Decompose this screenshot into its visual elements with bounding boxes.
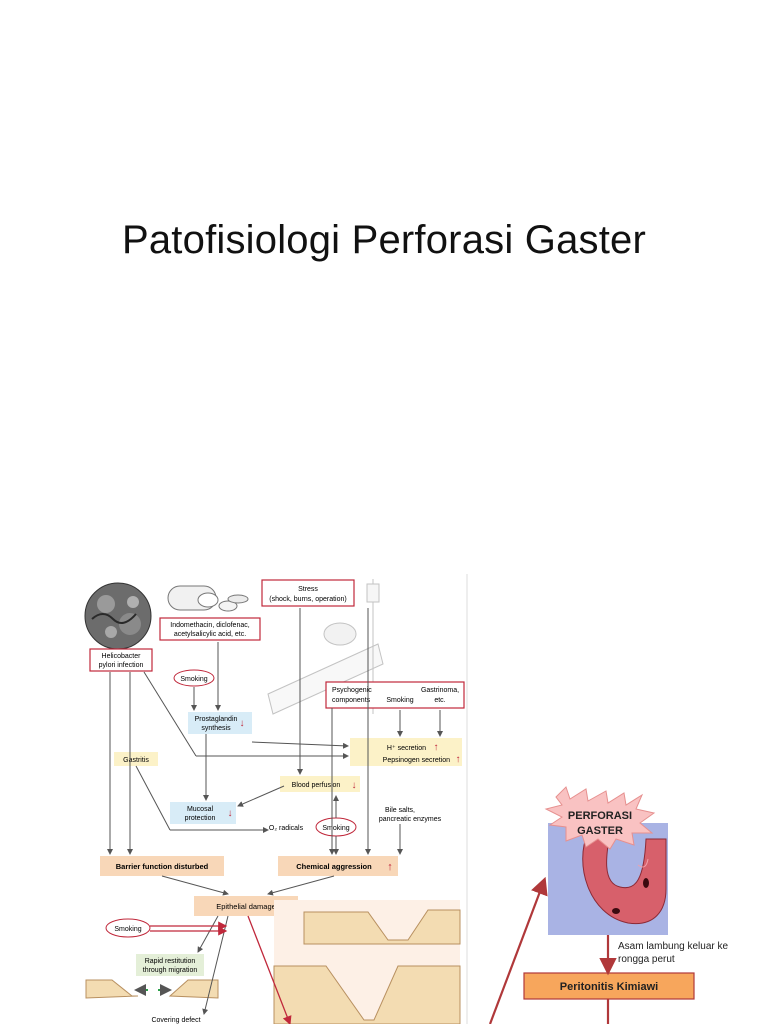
psychogenic-row-box: Psychogenic components Smoking Gastrinom…: [325, 681, 465, 709]
svg-text:Blood perfusion: Blood perfusion: [292, 782, 341, 789]
asam-lambung-label: Asam lambung keluar ke rongga perut: [618, 941, 728, 965]
diagram-arrows: [107, 608, 443, 1015]
perforation-flow-diagram: PERFORASI GASTER Asam lambung keluar ke …: [488, 786, 728, 1024]
peritonitis-box: Peritonitis Kimiawi: [523, 972, 695, 1000]
svg-text:synthesis: synthesis: [201, 725, 231, 732]
svg-text:acetylsalicylic acid, etc.: acetylsalicylic acid, etc.: [174, 631, 246, 638]
covering-defect-label: Covering defect: [151, 1017, 200, 1024]
svg-text:pancreatic enzymes: pancreatic enzymes: [379, 816, 442, 823]
prostaglandin-box: Prostaglandin synthesis ↓: [188, 712, 252, 734]
rapid-restitution-box: Rapid restitution through migration: [136, 954, 204, 976]
svg-text:Smoking: Smoking: [322, 825, 349, 832]
svg-text:Smoking: Smoking: [386, 697, 413, 704]
svg-text:↓: ↓: [240, 718, 245, 729]
svg-text:etc.: etc.: [434, 697, 445, 704]
nsaids-box: Indomethacin, diclofenac, acetylsalicyli…: [159, 617, 261, 641]
svg-text:rongga perut: rongga perut: [618, 954, 675, 965]
red-arrows: [150, 915, 292, 1024]
helicobacter-box: Helicobacter pylori infection: [89, 648, 153, 672]
smoking-ellipse-1: Smoking: [173, 669, 215, 687]
svg-text:PERFORASI: PERFORASI: [568, 810, 632, 822]
svg-text:Epithelial damage: Epithelial damage: [216, 902, 276, 911]
stress-box: Stress (shock, burns, operation): [261, 579, 355, 607]
svg-text:O₂ radicals: O₂ radicals: [269, 825, 304, 832]
svg-text:Asam lambung keluar ke: Asam lambung keluar ke: [618, 941, 728, 952]
svg-text:components: components: [332, 697, 371, 704]
svg-text:Mucosal: Mucosal: [187, 806, 214, 813]
svg-text:pylori infection: pylori infection: [99, 662, 144, 669]
svg-text:GASTER: GASTER: [577, 825, 623, 837]
blood-perfusion-box: Blood perfusion ↓: [280, 776, 360, 792]
svg-text:Gastrinoma,: Gastrinoma,: [421, 687, 459, 694]
smoking-ellipse-4: Smoking: [105, 918, 151, 938]
chemical-aggression-box: Chemical aggression ↑: [278, 856, 398, 876]
svg-text:Rapid restitution: Rapid restitution: [145, 958, 196, 965]
svg-text:↑: ↑: [387, 861, 393, 873]
svg-text:↓: ↓: [228, 808, 233, 819]
svg-text:(shock, burns, operation): (shock, burns, operation): [269, 596, 346, 603]
perforasi-starburst: PERFORASI GASTER: [544, 786, 656, 850]
barrier-function-box: Barrier function disturbed: [100, 856, 224, 876]
gastritis-box: Gastritis: [114, 752, 158, 766]
svg-text:Psychogenic: Psychogenic: [332, 687, 372, 694]
svg-text:Smoking: Smoking: [180, 676, 207, 683]
svg-text:Gastritis: Gastritis: [123, 757, 149, 764]
svg-text:H⁺ secretion: H⁺ secretion: [387, 745, 426, 752]
svg-text:↓: ↓: [352, 780, 357, 791]
svg-text:↑: ↑: [434, 742, 439, 753]
svg-text:Indomethacin, diclofenac,: Indomethacin, diclofenac,: [170, 622, 249, 629]
pills-icon: [167, 585, 249, 612]
pathophysiology-diagram: Helicobacter pylori infection Indomethac…: [78, 574, 470, 1024]
svg-text:Bile salts,: Bile salts,: [385, 807, 415, 814]
svg-text:Stress: Stress: [298, 586, 318, 593]
slide-title: Patofisiologi Perforasi Gaster: [121, 218, 646, 262]
secretion-box: H⁺ secretion ↑ Pepsinogen secretion ↑: [350, 738, 462, 766]
bacteria-micrograph-icon: [84, 582, 152, 650]
mucosal-protection-box: Mucosal protection ↓: [170, 802, 236, 824]
svg-text:Smoking: Smoking: [114, 926, 141, 933]
o2-radicals-label: O₂ radicals: [269, 825, 304, 832]
bile-salts-label: Bile salts, pancreatic enzymes: [379, 807, 442, 823]
svg-text:through migration: through migration: [143, 967, 198, 974]
svg-text:Pepsinogen secretion: Pepsinogen secretion: [383, 757, 450, 764]
flow-arrows: [488, 876, 617, 1024]
svg-text:Chemical aggression: Chemical aggression: [296, 862, 372, 871]
svg-text:Barrier function disturbed: Barrier function disturbed: [116, 862, 209, 871]
patient-bed-icon: [267, 579, 384, 715]
epithelial-damage-box: Epithelial damage: [194, 896, 298, 916]
svg-text:Peritonitis Kimiawi: Peritonitis Kimiawi: [560, 981, 658, 993]
svg-text:↑: ↑: [456, 754, 461, 765]
svg-text:Prostaglandin: Prostaglandin: [195, 716, 238, 723]
smoking-ellipse-3: Smoking: [315, 817, 357, 837]
svg-text:Helicobacter: Helicobacter: [102, 653, 142, 660]
svg-text:Covering defect: Covering defect: [151, 1017, 200, 1024]
epithelium-illustration: [85, 900, 461, 1024]
svg-text:protection: protection: [185, 815, 216, 822]
